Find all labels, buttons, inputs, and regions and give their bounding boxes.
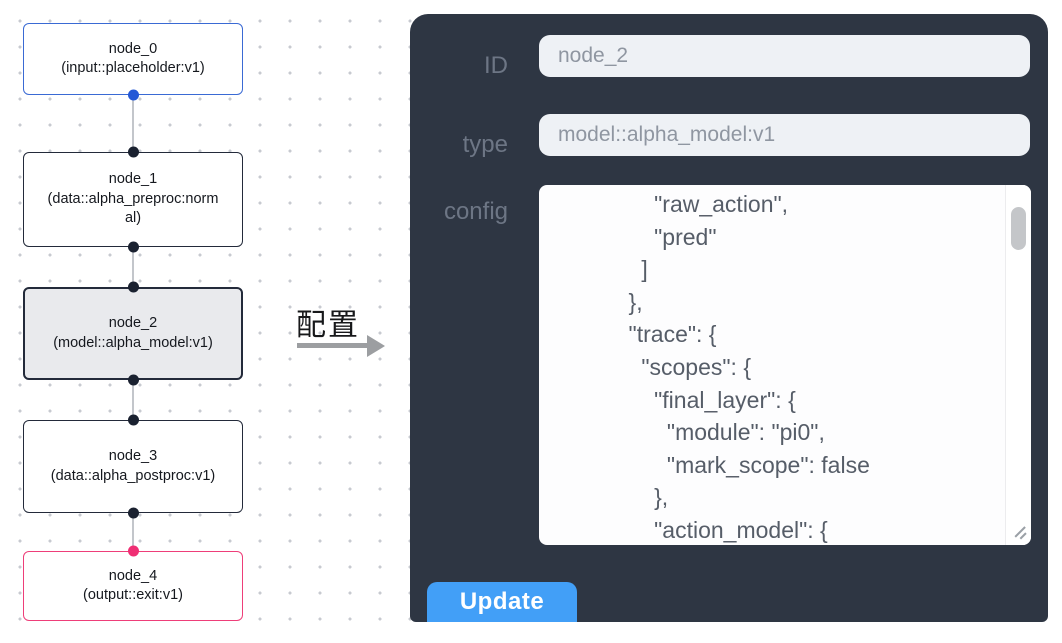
- config-field-label: config: [443, 198, 508, 225]
- configure-annotation-label: 配置: [296, 309, 360, 342]
- right-arrow-icon: [297, 343, 369, 348]
- port-node0-out[interactable]: [127, 89, 139, 101]
- node-subtitle: (input::placeholder:v1): [61, 60, 205, 76]
- node-config-panel: ID type config "raw_action", "pred" ] },…: [410, 14, 1048, 622]
- edge-node3-node4: [132, 513, 134, 551]
- config-scrollbar-thumb[interactable]: [1011, 207, 1026, 250]
- port-node4-in[interactable]: [127, 545, 139, 557]
- port-node1-in[interactable]: [127, 146, 139, 158]
- port-node3-in[interactable]: [127, 414, 139, 426]
- node-subtitle: (model::alpha_model:v1): [53, 334, 213, 351]
- flow-node-node_4[interactable]: node_4 (output::exit:v1): [23, 551, 243, 621]
- edge-node2-node3: [132, 380, 134, 420]
- id-input[interactable]: [539, 35, 1030, 77]
- flow-node-node_2-selected[interactable]: node_2 (model::alpha_model:v1): [23, 287, 243, 380]
- type-input[interactable]: [539, 114, 1030, 156]
- config-json-text: "raw_action", "pred" ] }, "trace": { "sc…: [628, 191, 870, 543]
- edge-node1-node2: [132, 247, 134, 287]
- type-field-label: type: [462, 131, 508, 158]
- flow-node-node_1[interactable]: node_1 (data::alpha_preproc:normal): [23, 152, 243, 247]
- node-subtitle: (data::alpha_postproc:v1): [50, 467, 216, 484]
- node-subtitle: (data::alpha_preproc:normal): [47, 190, 219, 227]
- flow-node-node_0[interactable]: node_0 (input::placeholder:v1): [23, 23, 243, 95]
- node-title: node_2: [108, 315, 158, 331]
- config-textarea[interactable]: "raw_action", "pred" ] }, "trace": { "sc…: [539, 185, 1031, 545]
- port-node2-in[interactable]: [127, 281, 139, 293]
- node-title: node_3: [108, 448, 158, 464]
- port-node3-out[interactable]: [127, 507, 139, 519]
- node-title: node_4: [108, 567, 158, 584]
- node-title: node_0: [108, 40, 158, 57]
- textarea-resize-handle-icon[interactable]: [1012, 525, 1028, 541]
- id-field-label: ID: [484, 52, 508, 79]
- right-arrow-head-icon: [367, 334, 385, 357]
- port-node1-out[interactable]: [127, 241, 139, 253]
- flow-node-node_3[interactable]: node_3 (data::alpha_postproc:v1): [23, 420, 243, 513]
- port-node2-out[interactable]: [127, 374, 139, 386]
- edge-node0-node1: [132, 95, 134, 152]
- node-title: node_1: [108, 171, 158, 188]
- config-scrollbar-track[interactable]: [1005, 185, 1031, 545]
- node-subtitle: (output::exit:v1): [83, 587, 183, 603]
- update-button[interactable]: Update: [427, 582, 577, 622]
